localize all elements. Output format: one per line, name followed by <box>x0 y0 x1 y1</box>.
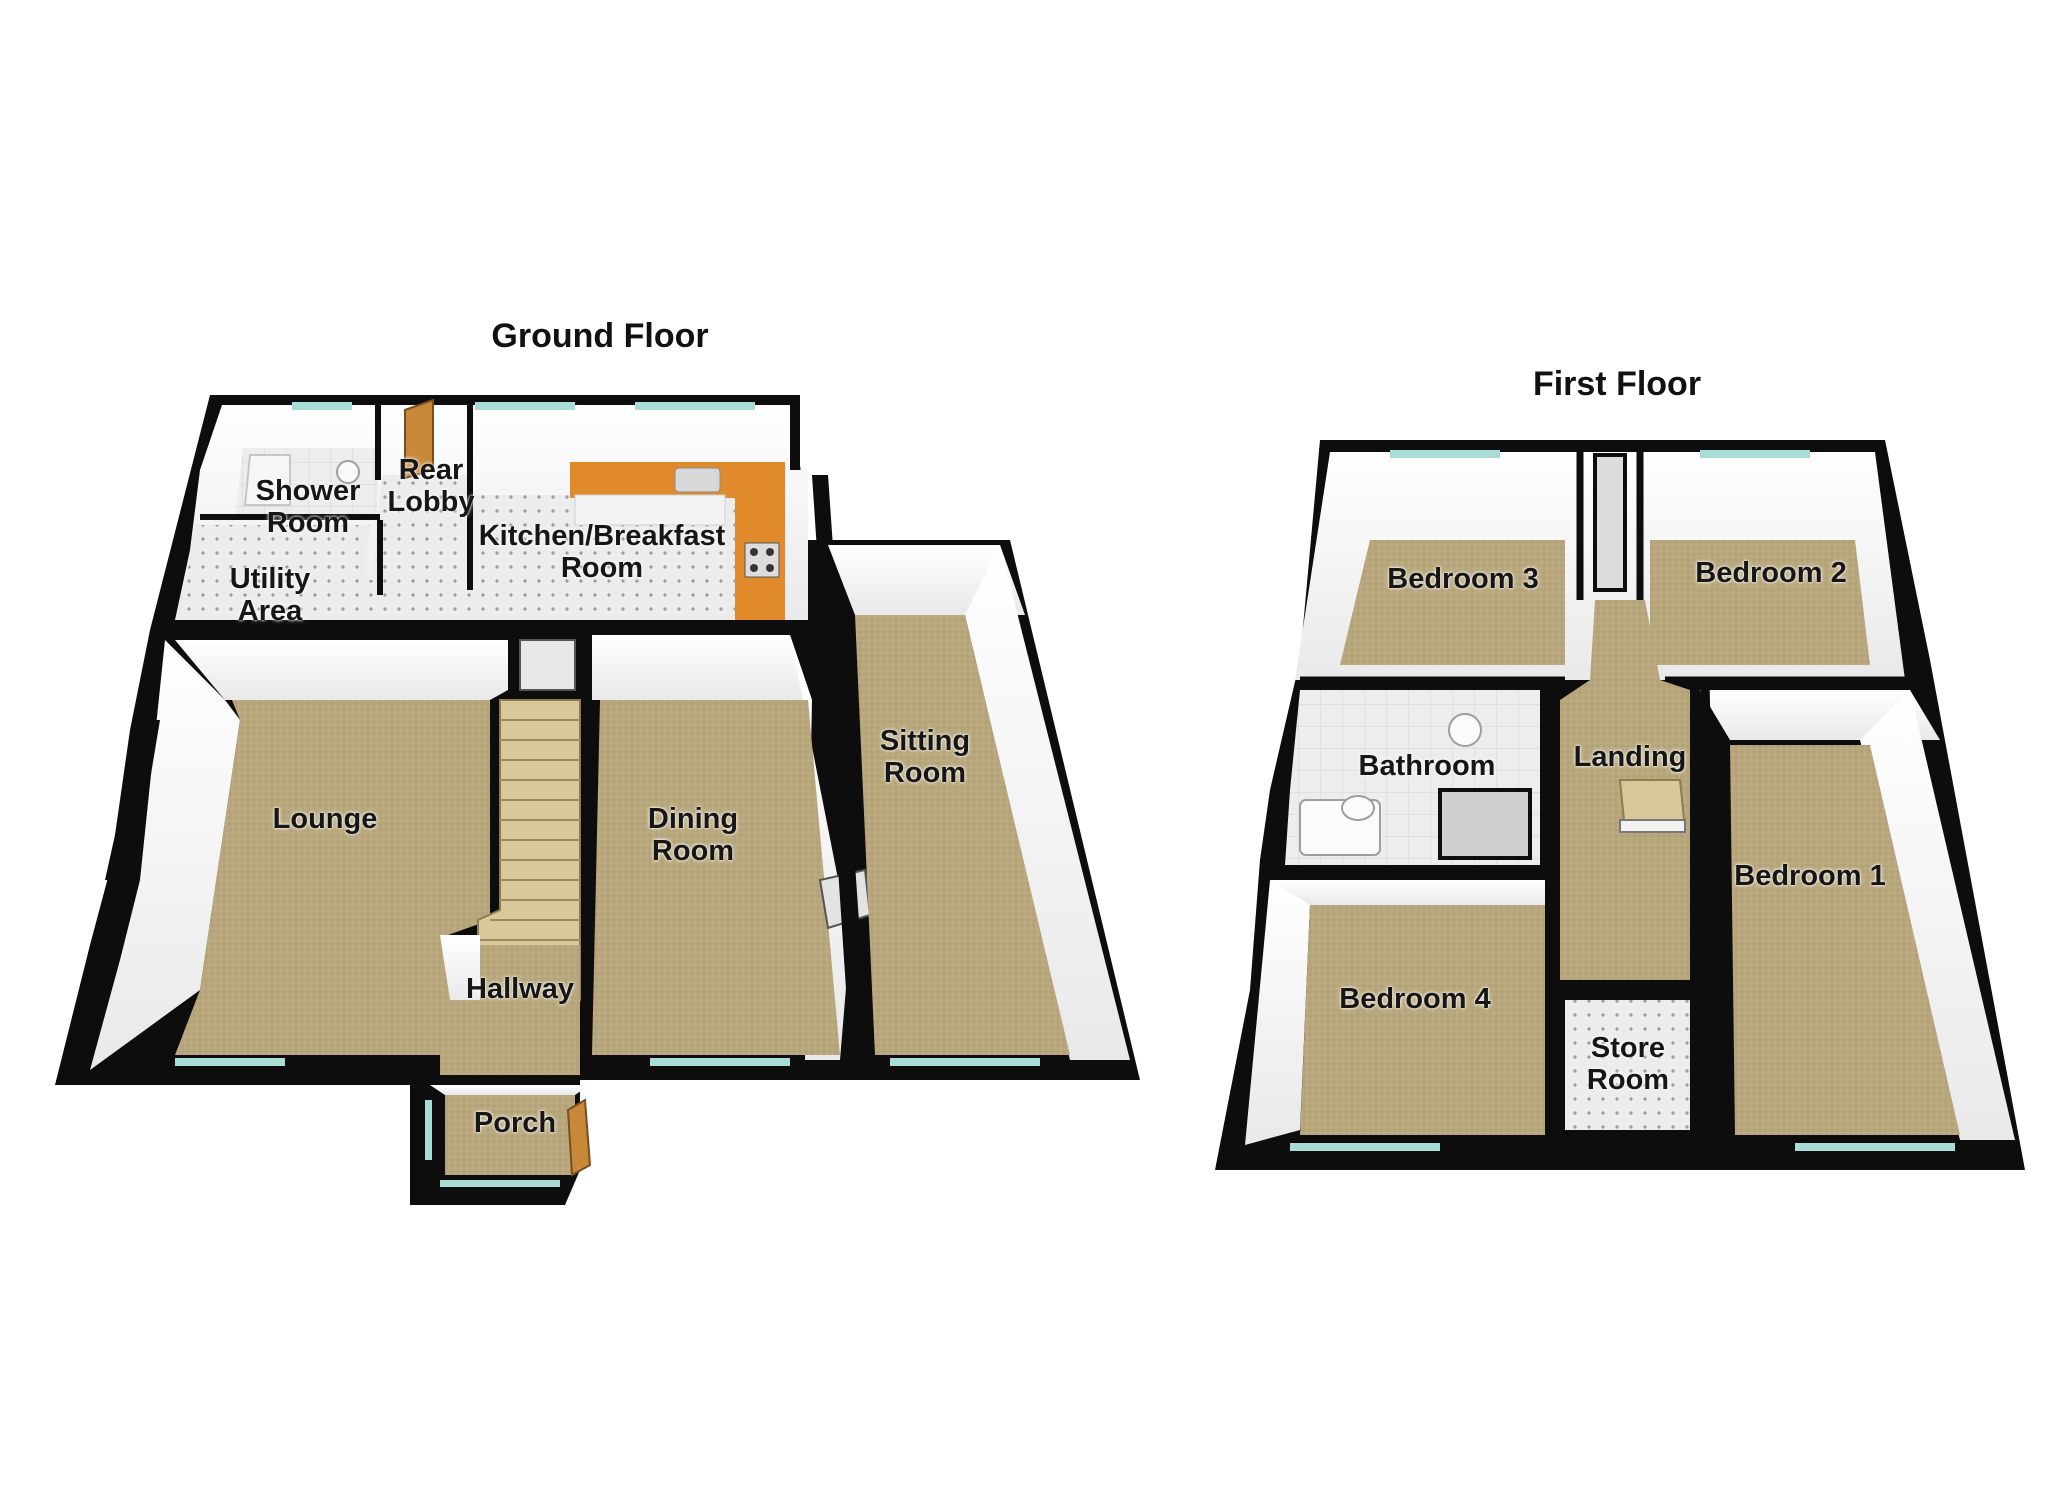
bedroom-1-wall-right <box>1860 690 2015 1140</box>
porch-windows <box>425 1100 560 1187</box>
porch-floor <box>445 1095 575 1175</box>
bathroom-basin <box>1448 713 1482 747</box>
room-label-utility-area: Utility Area <box>229 563 311 627</box>
room-label-porch: Porch <box>473 1107 557 1140</box>
kitchen-worktop <box>570 462 785 620</box>
bedroom-4-wall-face <box>1270 880 1545 905</box>
room-label-bedroom-4: Bedroom 4 <box>1339 983 1491 1016</box>
stair-treads <box>480 719 580 941</box>
lounge-windows <box>105 720 160 880</box>
room-label-landing: Landing <box>1573 741 1687 774</box>
room-label-lounge: Lounge <box>272 803 378 836</box>
kitchen-floor <box>325 495 740 620</box>
room-label-rear-lobby: Rear Lobby <box>387 454 475 518</box>
store-room-floor <box>1565 1000 1690 1130</box>
first-floor-plan <box>1215 440 2025 1170</box>
dining-sitting-wall <box>812 475 870 1080</box>
first-front-windows <box>1290 1143 1955 1151</box>
ground-rear-windows <box>292 402 755 410</box>
kitchen-hob <box>744 542 780 578</box>
rear-lobby-floor <box>372 475 470 580</box>
airing-cupboard <box>1438 788 1532 860</box>
room-label-store-room: Store Room <box>1586 1032 1670 1096</box>
shower-cubicle <box>243 454 291 506</box>
ground-central-wall <box>160 628 510 640</box>
porch-wall-face <box>430 1085 590 1095</box>
room-label-sitting-room: Sitting Room <box>879 725 971 789</box>
room-label-bedroom-3: Bedroom 3 <box>1387 563 1539 596</box>
dining-wall-face <box>592 635 812 700</box>
first-floor-title: First Floor <box>1532 365 1702 403</box>
lounge-wall-face <box>165 640 508 700</box>
ground-floor-title: Ground Floor <box>491 317 709 355</box>
stair-landing-top <box>519 639 576 691</box>
bathroom-toilet <box>1341 795 1375 821</box>
bedroom-1-floor <box>1730 745 1960 1135</box>
kitchen-cabinets <box>574 494 726 526</box>
sitting-wall-right <box>965 545 1130 1060</box>
first-rear-windows <box>1390 450 1810 458</box>
bedroom-1-landing-wall <box>1700 679 1720 1146</box>
bedroom-2-floor <box>1650 540 1870 665</box>
room-label-kitchen-breakfast-room: Kitchen/Breakfast Room <box>478 520 726 584</box>
dining-floor <box>592 700 840 1055</box>
ground-rear-partitions <box>200 405 473 595</box>
room-label-shower-room: Shower Room <box>255 475 361 539</box>
rear-door <box>404 398 434 480</box>
sitting-floor <box>855 615 1070 1055</box>
bedroom-3-floor <box>1340 540 1565 665</box>
landing-banister <box>1619 819 1686 833</box>
bedroom-4-floor <box>1300 905 1545 1135</box>
ground-front-windows <box>175 1058 1040 1066</box>
room-label-dining-room: Dining Room <box>647 803 739 867</box>
bedroom-2-wardrobe <box>1593 453 1627 592</box>
shower-basin <box>336 460 360 484</box>
lounge-wall-left <box>90 640 240 1070</box>
room-label-bathroom: Bathroom <box>1358 750 1496 783</box>
room-label-bedroom-2: Bedroom 2 <box>1695 557 1847 590</box>
utility-area-floor <box>180 525 370 620</box>
room-label-bedroom-1: Bedroom 1 <box>1734 860 1886 893</box>
room-label-hallway: Hallway <box>466 973 574 1006</box>
hallway-wall-face <box>440 935 480 1000</box>
kitchen-sink <box>674 467 721 493</box>
ground-floor-plan <box>55 395 1140 1205</box>
porch-door <box>566 1098 592 1177</box>
lounge-floor <box>175 700 490 1055</box>
bedroom-4-wall-left <box>1245 880 1310 1145</box>
